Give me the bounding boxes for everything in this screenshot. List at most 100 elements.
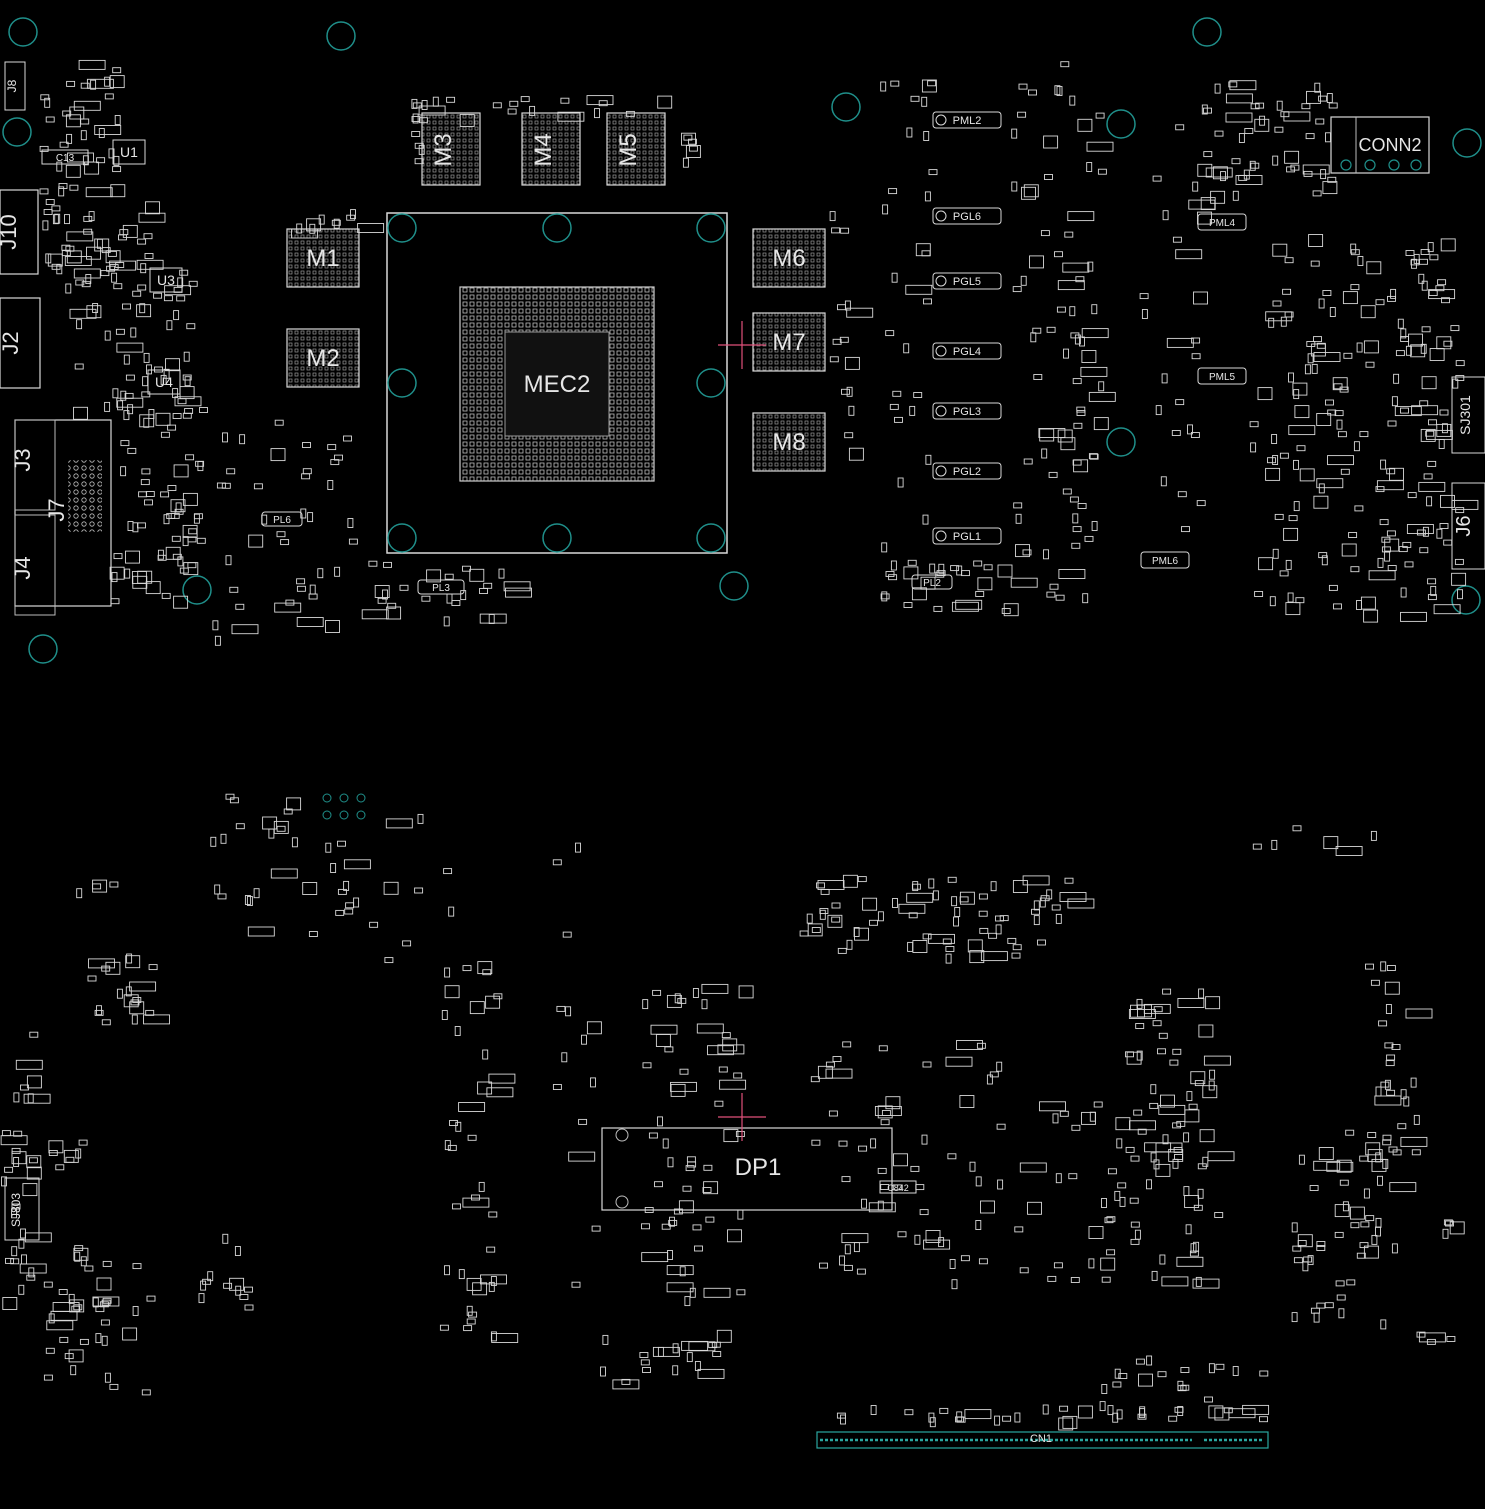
memory-m5[interactable]: M5 xyxy=(606,112,666,186)
smd-part xyxy=(1064,231,1074,238)
smd-part xyxy=(131,1014,138,1025)
memory-m8[interactable]: M8 xyxy=(752,412,826,472)
smd-part xyxy=(1379,519,1389,526)
via xyxy=(356,810,366,820)
inductor-pml4[interactable]: PML4 xyxy=(1197,213,1247,231)
inductor-pl6[interactable]: PL6 xyxy=(261,511,303,527)
smd-part xyxy=(460,590,467,601)
smd-part xyxy=(1452,378,1459,389)
smd-part xyxy=(831,227,841,234)
smd-part xyxy=(846,386,853,397)
smd-part xyxy=(222,1233,229,1244)
smd-part xyxy=(90,79,97,90)
smd-part xyxy=(1272,300,1282,307)
smd-part xyxy=(1171,430,1181,436)
jumper-sj803[interactable]: SJ803 xyxy=(4,1177,40,1241)
smd-part xyxy=(58,1289,68,1295)
smd-part xyxy=(1441,423,1448,434)
smd-part xyxy=(1271,434,1278,444)
smd-part xyxy=(870,1138,877,1149)
connector-j3-j4-j7[interactable]: J3 J4 J7 xyxy=(10,419,112,616)
inductor-pml6[interactable]: PML6 xyxy=(1140,551,1190,569)
smd-part xyxy=(701,983,729,994)
smd-part xyxy=(477,1081,493,1095)
smd-part xyxy=(383,881,399,895)
smd-part xyxy=(1291,1222,1298,1233)
smd-part xyxy=(945,946,955,952)
connector-dp1-label: DP1 xyxy=(735,1154,782,1181)
connector-j2[interactable]: J2 xyxy=(0,297,41,389)
smd-part xyxy=(244,1304,254,1311)
smd-part xyxy=(954,907,961,917)
smd-part xyxy=(1400,1136,1428,1147)
mounting-hole xyxy=(326,21,356,51)
mounting-hole xyxy=(1452,128,1482,158)
memory-m7[interactable]: M7 xyxy=(752,312,826,372)
smd-part xyxy=(1405,1008,1433,1019)
smd-part xyxy=(73,1247,89,1261)
smd-part xyxy=(182,524,198,538)
inductor-pml2[interactable]: PML2 xyxy=(932,111,1002,129)
smd-part xyxy=(188,280,198,287)
memory-m6[interactable]: M6 xyxy=(752,228,826,288)
smd-part xyxy=(94,125,122,135)
smd-part xyxy=(1177,491,1187,498)
smd-part xyxy=(705,1216,715,1223)
smd-part xyxy=(1455,360,1465,367)
connector-j8[interactable]: J8 xyxy=(4,61,26,111)
inductor-pgl3[interactable]: PGL3 xyxy=(932,402,1002,420)
smd-part xyxy=(1370,830,1377,841)
connector-j6[interactable]: J6 xyxy=(1451,482,1485,570)
smd-part xyxy=(1205,996,1221,1010)
smd-part xyxy=(1073,459,1089,473)
smd-part xyxy=(1437,279,1447,286)
smd-part xyxy=(59,141,69,148)
smd-part xyxy=(1257,387,1273,401)
inductor-pgl5[interactable]: PGL5 xyxy=(932,272,1002,290)
smd-part xyxy=(1425,429,1453,440)
smd-part xyxy=(132,997,142,1003)
ic-u3[interactable]: U3 xyxy=(149,267,183,293)
inductor-pgl6[interactable]: PGL6 xyxy=(932,207,1002,225)
gpu-mec2[interactable]: MEC2 xyxy=(386,212,728,554)
inductor-pgl2[interactable]: PGL2 xyxy=(932,462,1002,480)
jumper-sj301[interactable]: SJ301 xyxy=(1451,376,1485,454)
connector-cn1[interactable]: CN1 xyxy=(816,1431,1269,1449)
memory-m1[interactable]: M1 xyxy=(286,228,360,288)
smd-part xyxy=(1287,592,1294,603)
smd-part xyxy=(1384,551,1391,562)
smd-part xyxy=(881,542,888,553)
memory-m2[interactable]: M2 xyxy=(286,328,360,388)
smd-part xyxy=(109,1383,119,1390)
connector-conn2[interactable]: CONN2 xyxy=(1330,116,1430,174)
smd-part xyxy=(50,1310,78,1321)
inductor-pgl1[interactable]: PGL1 xyxy=(932,527,1002,545)
smd-part xyxy=(273,820,289,834)
smd-part xyxy=(1180,1384,1190,1391)
smd-part xyxy=(85,187,113,198)
smd-part xyxy=(721,1032,731,1039)
smd-part xyxy=(908,912,918,919)
smd-part xyxy=(841,1233,869,1244)
smd-part xyxy=(317,568,324,579)
connector-dp1[interactable]: DP1 xyxy=(601,1127,893,1211)
memory-m3[interactable]: M3 xyxy=(421,112,481,186)
smd-part xyxy=(922,933,932,940)
smd-part xyxy=(1419,258,1428,265)
smd-part xyxy=(994,1415,1001,1426)
inductor-pgl4[interactable]: PGL4 xyxy=(932,342,1002,360)
smd-part xyxy=(29,1031,39,1038)
smd-part xyxy=(1336,1294,1346,1301)
connector-j10[interactable]: J10 xyxy=(0,189,39,275)
smd-part xyxy=(983,564,993,571)
smd-part xyxy=(938,563,945,574)
smd-part xyxy=(1377,557,1384,568)
inductor-pml5[interactable]: PML5 xyxy=(1197,367,1247,385)
cap-c842[interactable]: C842 xyxy=(879,1180,917,1194)
memory-m4[interactable]: M4 xyxy=(521,112,581,186)
ic-u1[interactable]: U1 xyxy=(112,139,146,165)
smd-part xyxy=(115,262,125,268)
smd-part xyxy=(735,1131,745,1137)
smd-part xyxy=(1291,1312,1298,1323)
smd-part xyxy=(1193,291,1208,305)
